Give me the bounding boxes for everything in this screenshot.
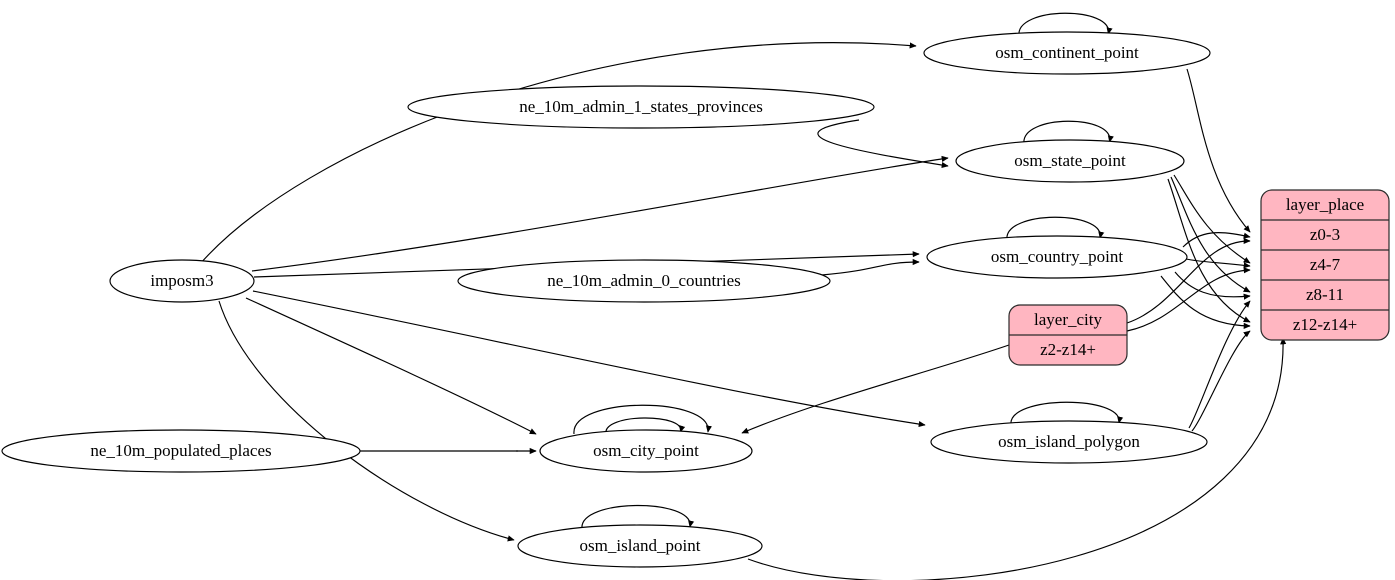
node-osm_island_polygon[interactable]: osm_island_polygon: [930, 420, 1208, 464]
edge-ne-states-state: [817, 119, 949, 169]
record-row-0[interactable]: z2-z14+: [1040, 340, 1096, 359]
record-header: layer_place: [1286, 195, 1364, 214]
record-row-2[interactable]: z8-11: [1306, 285, 1344, 304]
node-label: osm_island_point: [580, 536, 701, 555]
record-row-1[interactable]: z4-7: [1310, 255, 1341, 274]
record-row-3[interactable]: z12-z14+: [1293, 315, 1357, 334]
node-imposm3[interactable]: imposm3: [109, 259, 255, 303]
node-layer: imposm3 ne_10m_admin_1_states_provincesne…: [1, 31, 1390, 568]
edge-country-z0: [1182, 232, 1251, 248]
self-loop-continent: [1018, 12, 1113, 37]
node-ne_states[interactable]: ne_10m_admin_1_states_provinces: [407, 85, 875, 129]
node-label: osm_city_point: [593, 441, 699, 460]
node-osm_country_point[interactable]: osm_country_point: [926, 235, 1188, 279]
node-ne_countries[interactable]: ne_10m_admin_0_countries: [457, 259, 831, 303]
node-label: ne_10m_admin_1_states_provinces: [519, 97, 763, 116]
record-layer_place[interactable]: layer_place z0-3 z4-7 z8-11 z12-z14+: [1260, 189, 1390, 341]
edge-imposm3-continent: [199, 42, 917, 265]
record-layer_city[interactable]: layer_city z2-z14+: [1008, 304, 1128, 366]
edge-island-polygon-z8: [1188, 300, 1251, 429]
self-loop-island-polygon: [1010, 401, 1124, 426]
self-loop-state: [1023, 120, 1114, 145]
edge-city-z0: [1126, 237, 1251, 324]
edge-continent-z0: [1186, 68, 1251, 233]
self-loop-country: [1006, 216, 1105, 241]
node-label: ne_10m_populated_places: [90, 441, 271, 460]
node-label: imposm3: [150, 271, 213, 290]
edge-island-polygon-z12: [1191, 330, 1251, 432]
node-osm_continent_point[interactable]: osm_continent_point: [923, 31, 1211, 75]
edge-ne-countries-country: [821, 258, 920, 276]
edge-country-z12: [1160, 275, 1251, 329]
edge-state-z12: [1167, 178, 1251, 323]
node-label: osm_island_polygon: [998, 432, 1140, 451]
edge-country-z8: [1174, 271, 1251, 300]
edge-city-z4: [1126, 267, 1251, 332]
node-osm_island_point[interactable]: osm_island_point: [517, 524, 763, 568]
edge-imposm3-city: [245, 297, 537, 435]
edge-state-z8: [1170, 176, 1251, 293]
edge-imposm3-island-point: [218, 300, 515, 542]
node-osm_city_point[interactable]: osm_city_point: [539, 429, 753, 473]
node-label: ne_10m_admin_0_countries: [547, 271, 741, 290]
self-loop-city-inner: [605, 417, 686, 435]
edge-imposm3-island-polygon: [252, 290, 926, 428]
edge-layer-city-to-city-point: [741, 344, 1010, 434]
edge-layer: [199, 12, 1287, 580]
self-loop-city-outer: [573, 404, 712, 435]
edge-imposm3-state: [251, 155, 949, 272]
edge-country-z4: [1185, 258, 1251, 269]
record-row-0[interactable]: z0-3: [1310, 225, 1340, 244]
node-osm_state_point[interactable]: osm_state_point: [955, 139, 1185, 183]
node-label: osm_state_point: [1014, 151, 1126, 170]
edge-state-z4: [1173, 174, 1251, 264]
node-label: osm_country_point: [991, 247, 1123, 266]
edge-island-point-z12: [747, 337, 1287, 580]
node-ne_places[interactable]: ne_10m_populated_places: [1, 429, 361, 473]
self-loop-island-point: [581, 504, 695, 530]
node-label: osm_continent_point: [995, 43, 1139, 62]
record-header: layer_city: [1034, 310, 1102, 329]
